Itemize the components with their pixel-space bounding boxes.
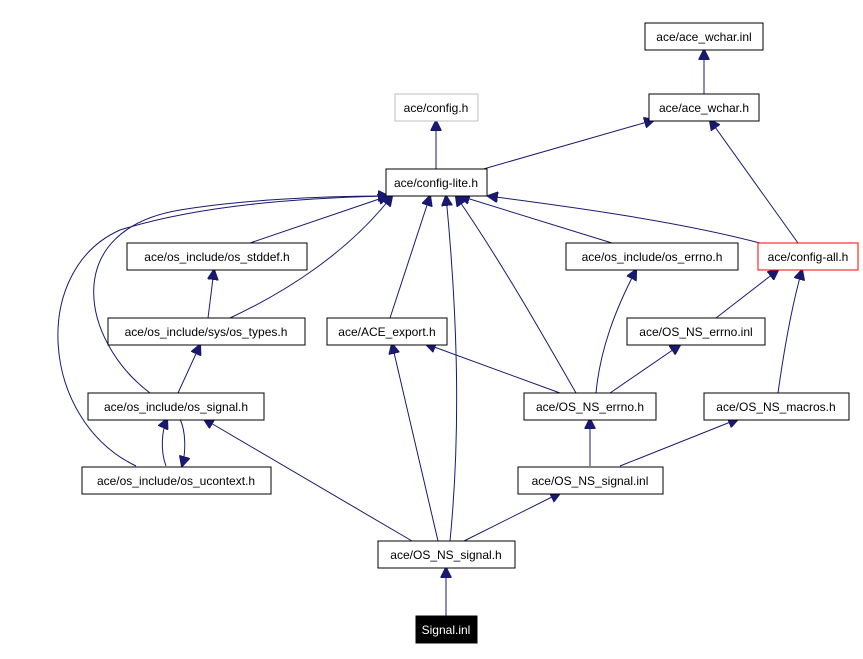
edges	[57, 50, 802, 616]
svg-text:ace/config-lite.h: ace/config-lite.h	[394, 176, 478, 190]
node-os-ns-macros-h[interactable]: ace/OS_NS_macros.h	[703, 392, 850, 421]
node-ace-wchar-h[interactable]: ace/ace_wchar.h	[648, 93, 760, 122]
svg-text:ace/ace_wchar.h: ace/ace_wchar.h	[659, 101, 749, 115]
edge-ace-export-to-config-lite	[389, 196, 430, 319]
node-config-lite-h[interactable]: ace/config-lite.h	[385, 168, 488, 197]
edge-ns-signal-h-to-config-lite	[446, 196, 458, 542]
svg-text:ace/OS_NS_signal.h: ace/OS_NS_signal.h	[390, 548, 501, 562]
edge-os-ns-errno-h-to-os-errno	[595, 270, 636, 394]
svg-text:ace/OS_NS_errno.inl: ace/OS_NS_errno.inl	[639, 325, 752, 339]
node-os-ucontext-h[interactable]: ace/os_include/os_ucontext.h	[81, 466, 272, 495]
edge-signal-inl-to-macros	[619, 419, 738, 467]
svg-text:ace/OS_NS_signal.inl: ace/OS_NS_signal.inl	[532, 474, 649, 488]
node-os-ns-signal-inl[interactable]: ace/OS_NS_signal.inl	[517, 466, 664, 495]
edge-ns-signal-h-to-ace-export	[392, 344, 439, 542]
edge-os-stddef-to-config-lite	[249, 196, 388, 244]
svg-text:ace/OS_NS_macros.h: ace/OS_NS_macros.h	[716, 400, 835, 414]
node-sys-os-types-h[interactable]: ace/os_include/sys/os_types.h	[107, 317, 306, 346]
edge-macros-to-config-all	[777, 270, 802, 394]
svg-text:ace/os_include/os_ucontext.h: ace/os_include/os_ucontext.h	[97, 474, 255, 488]
edge-ucontext-to-config-lite	[57, 196, 388, 467]
edge-ns-signal-h-to-ns-signal-inl	[463, 493, 560, 542]
edge-os-signal-to-sys-types	[177, 345, 200, 394]
edge-os-ns-errno-h-to-ace-export	[426, 344, 561, 394]
svg-text:ace/ACE_export.h: ace/ACE_export.h	[338, 325, 435, 339]
svg-text:ace/OS_NS_errno.h: ace/OS_NS_errno.h	[536, 400, 644, 414]
edge-os-signal-to-ucontext	[180, 418, 185, 466]
edge-sys-types-to-os-stddef	[208, 270, 214, 319]
edge-os-ns-errno-h-to-config-lite	[456, 196, 577, 394]
edge-config-all-to-config-lite	[488, 196, 761, 244]
node-ace-export-h[interactable]: ace/ACE_export.h	[326, 317, 448, 346]
svg-text:ace/os_include/os_signal.h: ace/os_include/os_signal.h	[104, 400, 248, 414]
svg-text:ace/os_include/sys/os_types.h: ace/os_include/sys/os_types.h	[125, 325, 288, 339]
node-os-ns-errno-inl[interactable]: ace/OS_NS_errno.inl	[626, 317, 766, 346]
svg-text:ace/os_include/os_stddef.h: ace/os_include/os_stddef.h	[144, 250, 289, 264]
svg-text:ace/os_include/os_errno.h: ace/os_include/os_errno.h	[582, 250, 723, 264]
edge-errno-inl-to-config-all	[715, 270, 778, 319]
edge-os-errno-to-config-lite	[460, 196, 613, 244]
node-signal-inl-root[interactable]: Signal.inl	[415, 615, 478, 644]
edge-os-ns-errno-h-to-errno-inl	[609, 345, 680, 394]
svg-text:ace/ace_wchar.inl: ace/ace_wchar.inl	[656, 30, 751, 44]
node-os-ns-signal-h[interactable]: ace/OS_NS_signal.h	[377, 540, 516, 569]
edge-os-signal-to-config-lite	[93, 196, 388, 394]
node-config-all-h[interactable]: ace/config-all.h	[757, 242, 859, 271]
edge-config-lite-to-wchar-h	[479, 120, 654, 171]
edge-config-all-to-wchar-h	[710, 120, 799, 244]
edge-sys-types-to-config-lite	[229, 196, 392, 319]
node-os-ns-errno-h[interactable]: ace/OS_NS_errno.h	[523, 392, 657, 421]
node-os-signal-h[interactable]: ace/os_include/os_signal.h	[87, 392, 265, 421]
node-os-stddef-h[interactable]: ace/os_include/os_stddef.h	[126, 242, 308, 271]
svg-text:ace/config-all.h: ace/config-all.h	[768, 250, 849, 264]
edge-ucontext-to-os-signal	[162, 419, 167, 467]
node-config-h[interactable]: ace/config.h	[394, 93, 479, 122]
node-os-errno-h[interactable]: ace/os_include/os_errno.h	[565, 242, 739, 271]
svg-text:ace/config.h: ace/config.h	[404, 101, 469, 115]
node-ace-wchar-inl[interactable]: ace/ace_wchar.inl	[644, 22, 764, 51]
svg-text:Signal.inl: Signal.inl	[422, 623, 471, 637]
edge-ns-signal-h-to-os-signal	[204, 419, 413, 542]
